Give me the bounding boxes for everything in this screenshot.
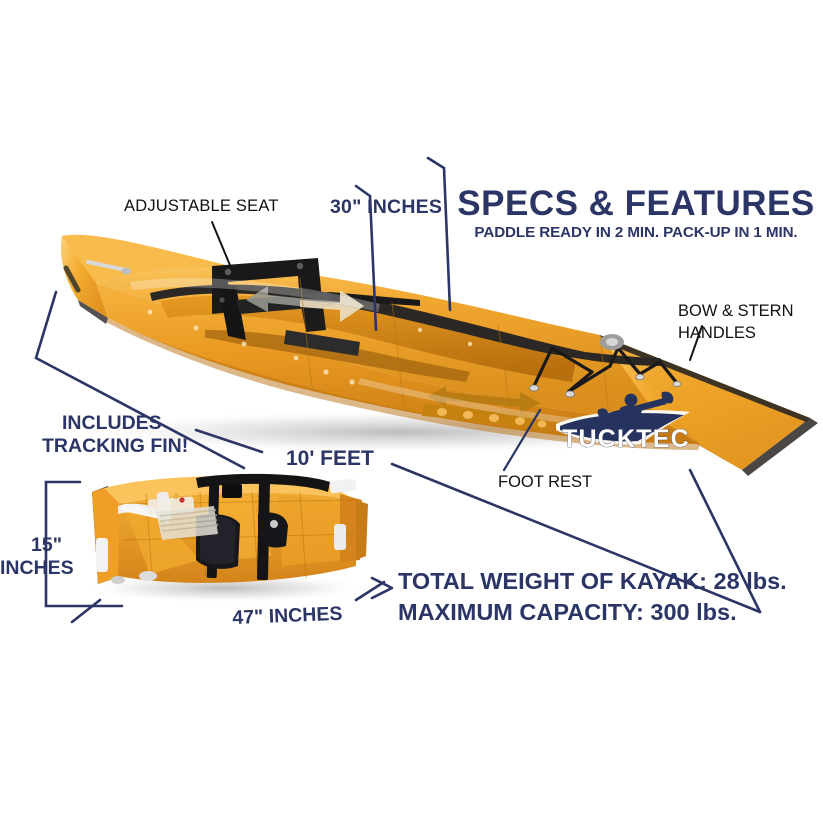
stern-handle bbox=[600, 334, 624, 350]
spec-maximum-capacity: MAXIMUM CAPACITY: 300 lbs. bbox=[398, 599, 737, 625]
bundle-hardware bbox=[96, 478, 357, 584]
folded-kayak-bundle bbox=[92, 473, 368, 584]
dimension-folded-height-line1: 15" bbox=[31, 534, 62, 556]
callout-foot-rest: FOOT REST bbox=[498, 473, 593, 491]
bow-handle bbox=[63, 260, 131, 293]
page-subtitle: PADDLE READY IN 2 MIN. PACK-UP IN 1 MIN. bbox=[474, 224, 798, 241]
spec-total-weight: TOTAL WEIGHT OF KAYAK: 28 lbs. bbox=[398, 568, 787, 594]
headline-block: SPECS & FEATURES PADDLE READY IN 2 MIN. … bbox=[452, 186, 820, 241]
footrest-leader bbox=[502, 408, 542, 472]
dimension-folded-height-line2: INCHES bbox=[0, 557, 74, 579]
fin-mount bbox=[258, 512, 288, 548]
callout-leaders bbox=[211, 221, 703, 361]
dimension-length: 10' FEET bbox=[286, 447, 374, 470]
foot-rest bbox=[422, 386, 548, 430]
svg-text:TUCKTEC: TUCKTEC bbox=[562, 425, 690, 453]
weight-arrow-icon bbox=[370, 576, 394, 600]
callout-bow-stern-handles-line1: BOW & STERN bbox=[678, 302, 794, 320]
callout-includes-line1: INCLUDES bbox=[62, 412, 162, 434]
callout-includes-line2: TRACKING FIN! bbox=[42, 435, 189, 457]
seat-adjust-arrow-icon bbox=[246, 286, 364, 322]
dimension-folded-length: 47" INCHES bbox=[231, 602, 343, 629]
hull-rivets bbox=[147, 309, 473, 385]
brand-logo: TUCKTEC TUCKTEC bbox=[556, 391, 690, 453]
dimension-lines bbox=[34, 156, 762, 624]
callout-adjustable-seat: ADJUSTABLE SEAT bbox=[124, 197, 279, 215]
callout-bow-stern-handles-line2: HANDLES bbox=[678, 324, 756, 342]
svg-text:TUCKTEC: TUCKTEC bbox=[562, 425, 690, 453]
page-title: SPECS & FEATURES bbox=[457, 184, 815, 223]
ridged-panel bbox=[156, 506, 219, 540]
kayak-body: TUCKTEC TUCKTEC bbox=[60, 234, 818, 476]
dimension-width: 30" INCHES bbox=[330, 196, 443, 218]
